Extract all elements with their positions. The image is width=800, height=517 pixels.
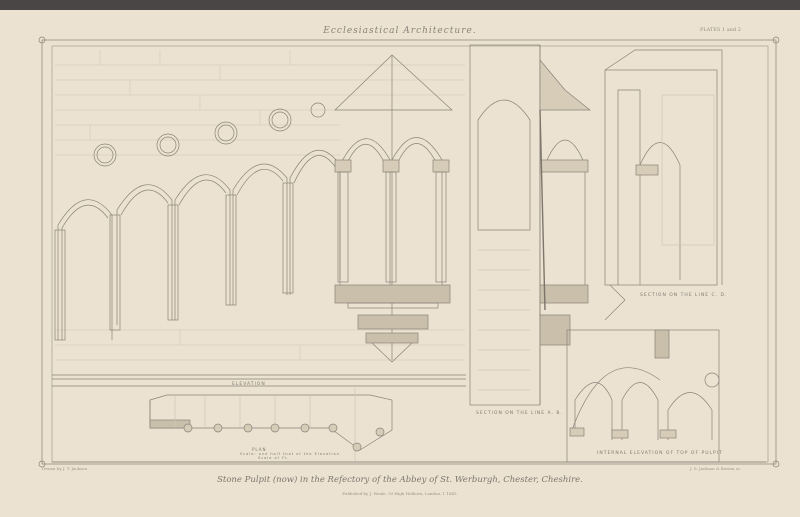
scale-label: Scale of Ft. bbox=[258, 456, 290, 460]
plate-header-title: Ecclesiastical Architecture. bbox=[323, 26, 477, 36]
section-ab-label: SECTION ON THE LINE A. B. bbox=[476, 411, 563, 416]
publisher-line: Published by J. Weale, 59 High Holborn, … bbox=[342, 491, 458, 496]
plate-caption: Stone Pulpit (now) in the Refectory of t… bbox=[217, 475, 583, 485]
plate-number: PLATES 1 and 2 bbox=[700, 27, 741, 33]
stone-courses bbox=[55, 50, 465, 361]
internal-elevation-label: INTERNAL ELEVATION OF TOP OF PULPIT bbox=[597, 451, 723, 456]
section-cd-label: SECTION ON THE LINE C. D. bbox=[640, 293, 728, 298]
plan-label: PLAN bbox=[252, 447, 267, 452]
plan-view bbox=[52, 385, 766, 463]
arcade bbox=[54, 149, 341, 341]
outer-border bbox=[41, 39, 777, 465]
quatrefoils bbox=[93, 102, 326, 167]
inner-border bbox=[51, 45, 769, 463]
internal-elevation bbox=[566, 329, 720, 463]
elevation-label: ELEVATION bbox=[232, 382, 266, 387]
credit-engraver: J. S. Jackson & Bowen sc. bbox=[690, 466, 742, 471]
section-cd bbox=[604, 49, 723, 321]
credit-drawn-by: Drawn by J. T. Jackson bbox=[42, 466, 88, 471]
section-ab bbox=[469, 44, 591, 406]
top-bar bbox=[0, 0, 800, 10]
pulpit-elevation bbox=[334, 54, 453, 363]
plan-scale-note: Scale: one half that of the Elevation bbox=[240, 452, 340, 456]
